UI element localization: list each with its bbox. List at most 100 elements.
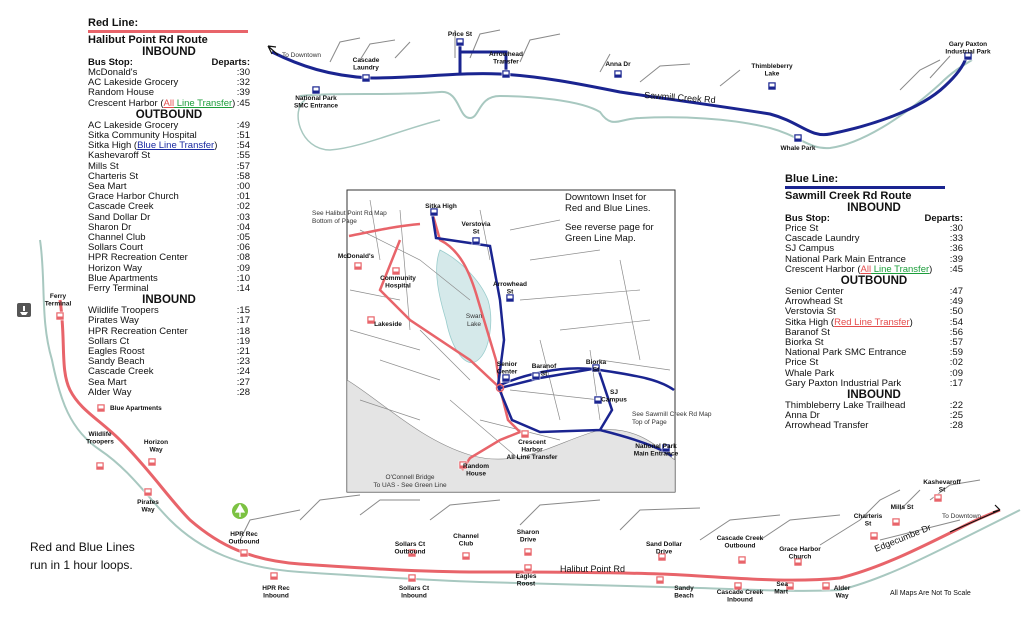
departure-time: :39	[236, 87, 250, 99]
stop-name: Alder Way	[88, 386, 132, 398]
blue-line-name: Blue Line:	[785, 173, 839, 185]
stop-name: National Park SMC Entrance	[785, 347, 907, 359]
stop-name: Kashevaroff St	[88, 150, 151, 162]
bus-stop-blue-apts: Blue Apartments	[96, 403, 162, 413]
all-transfer-link: Line Transfer	[871, 263, 930, 275]
timetable-row: Baranof St:56	[785, 327, 963, 338]
stop-name: Wildlife Troopers	[88, 305, 159, 317]
timetable-row: Biorka St:57	[785, 337, 963, 349]
stop-name: Cascade Creek	[88, 366, 154, 378]
stop-name: Sitka High (Blue Line Transfer)	[88, 140, 218, 152]
timetable-row: Verstovia St:50	[785, 307, 963, 317]
stop-label: McDonald's	[338, 253, 375, 260]
departure-time: :15	[236, 305, 250, 317]
timetable-row: Wildlife Troopers :15	[88, 306, 250, 316]
timetable-row: Grace Harbor Church:01	[88, 192, 250, 202]
top-to-downtown-arrow	[267, 45, 279, 56]
departure-time: :30	[949, 223, 963, 234]
timetable-row: Crescent Harbor (All Line Transfer):45	[88, 97, 250, 109]
blue-line-timetable: Blue Line: Sawmill Creek Rd Route INBOUN…	[785, 173, 963, 432]
stop-label: Sitka High	[425, 203, 457, 210]
stop-name: Whale Park	[785, 367, 835, 379]
stop-name: Blue Apartments	[88, 272, 158, 284]
bus-stop-sitka-high: Sitka High	[425, 203, 457, 217]
stop-name: Sollars Court	[88, 242, 143, 254]
stop-name: Mills St	[88, 160, 119, 172]
timetable-header: Bus Stop:Departs:	[785, 213, 963, 224]
section-title: OUTBOUND	[840, 275, 908, 288]
scale-note: All Maps Are Not To Scale	[890, 590, 971, 597]
stop-name: Channel Club	[88, 232, 146, 244]
departure-time: :21	[236, 346, 250, 358]
red-line-name: Red Line:	[88, 17, 139, 29]
timetable-row: Price St:02	[785, 358, 963, 368]
stop-name: Anna Dr	[785, 410, 820, 422]
stop-name: Sand Dollar Dr	[88, 211, 151, 223]
bus-stop-anna: Anna Dr	[605, 61, 631, 79]
red-line-rule	[88, 30, 248, 33]
departure-time: :17	[236, 315, 250, 327]
sawmill-creek-road-label: Sawmill Creek Rd	[644, 90, 716, 105]
section-title: INBOUND	[142, 46, 196, 58]
loops-note: Red and Blue Lines run in 1 hour loops.	[30, 540, 135, 572]
timetable-row: SJ Campus:36	[785, 244, 963, 254]
timetable-row: Sollars Ct:19	[88, 336, 250, 347]
stop-name: Pirates Way	[88, 315, 139, 327]
departure-time: :51	[236, 130, 250, 142]
halibut-side-roads	[239, 479, 981, 546]
timetable-row: HPR Recreation Center:18	[88, 325, 250, 337]
timetable-row: Charteris St:58	[88, 170, 250, 182]
timetable-row: Random House:39	[88, 88, 250, 98]
all-transfer-link: All	[860, 263, 872, 275]
departure-time: :03	[236, 211, 250, 223]
stop-name: SJ Campus	[785, 243, 835, 255]
stop-name: Charteris St	[88, 170, 139, 182]
section-title: OUTBOUND	[135, 108, 203, 121]
stop-label: Mills St	[891, 504, 915, 511]
section-title: INBOUND	[142, 294, 196, 307]
departure-time: :18	[236, 325, 250, 337]
timetable-row: Ferry Terminal:14	[88, 283, 250, 295]
stop-name: Eagles Roost	[88, 346, 145, 358]
stop-name: Crescent Harbor (All Line Transfer)	[88, 97, 236, 109]
stop-name: Biorka St	[785, 337, 824, 349]
sawmill-side-roads	[329, 29, 951, 91]
timetable-row: HPR Recreation Center:08	[88, 253, 250, 263]
timetable-row: Sitka High (Blue Line Transfer):54	[88, 141, 250, 151]
departure-time: :01	[236, 191, 250, 203]
departure-time: :14	[236, 283, 250, 295]
departure-time: :27	[236, 376, 250, 388]
timetable-row: Eagles Roost :21	[88, 346, 250, 358]
departure-time: :09	[949, 367, 963, 379]
red-route-halibut	[58, 299, 1001, 582]
stop-name: Sitka High (Red Line Transfer)	[785, 316, 913, 328]
timetable-row: Cascade Laundry:33	[785, 233, 963, 244]
timetable-header: Bus Stop:Departs:	[88, 57, 250, 68]
